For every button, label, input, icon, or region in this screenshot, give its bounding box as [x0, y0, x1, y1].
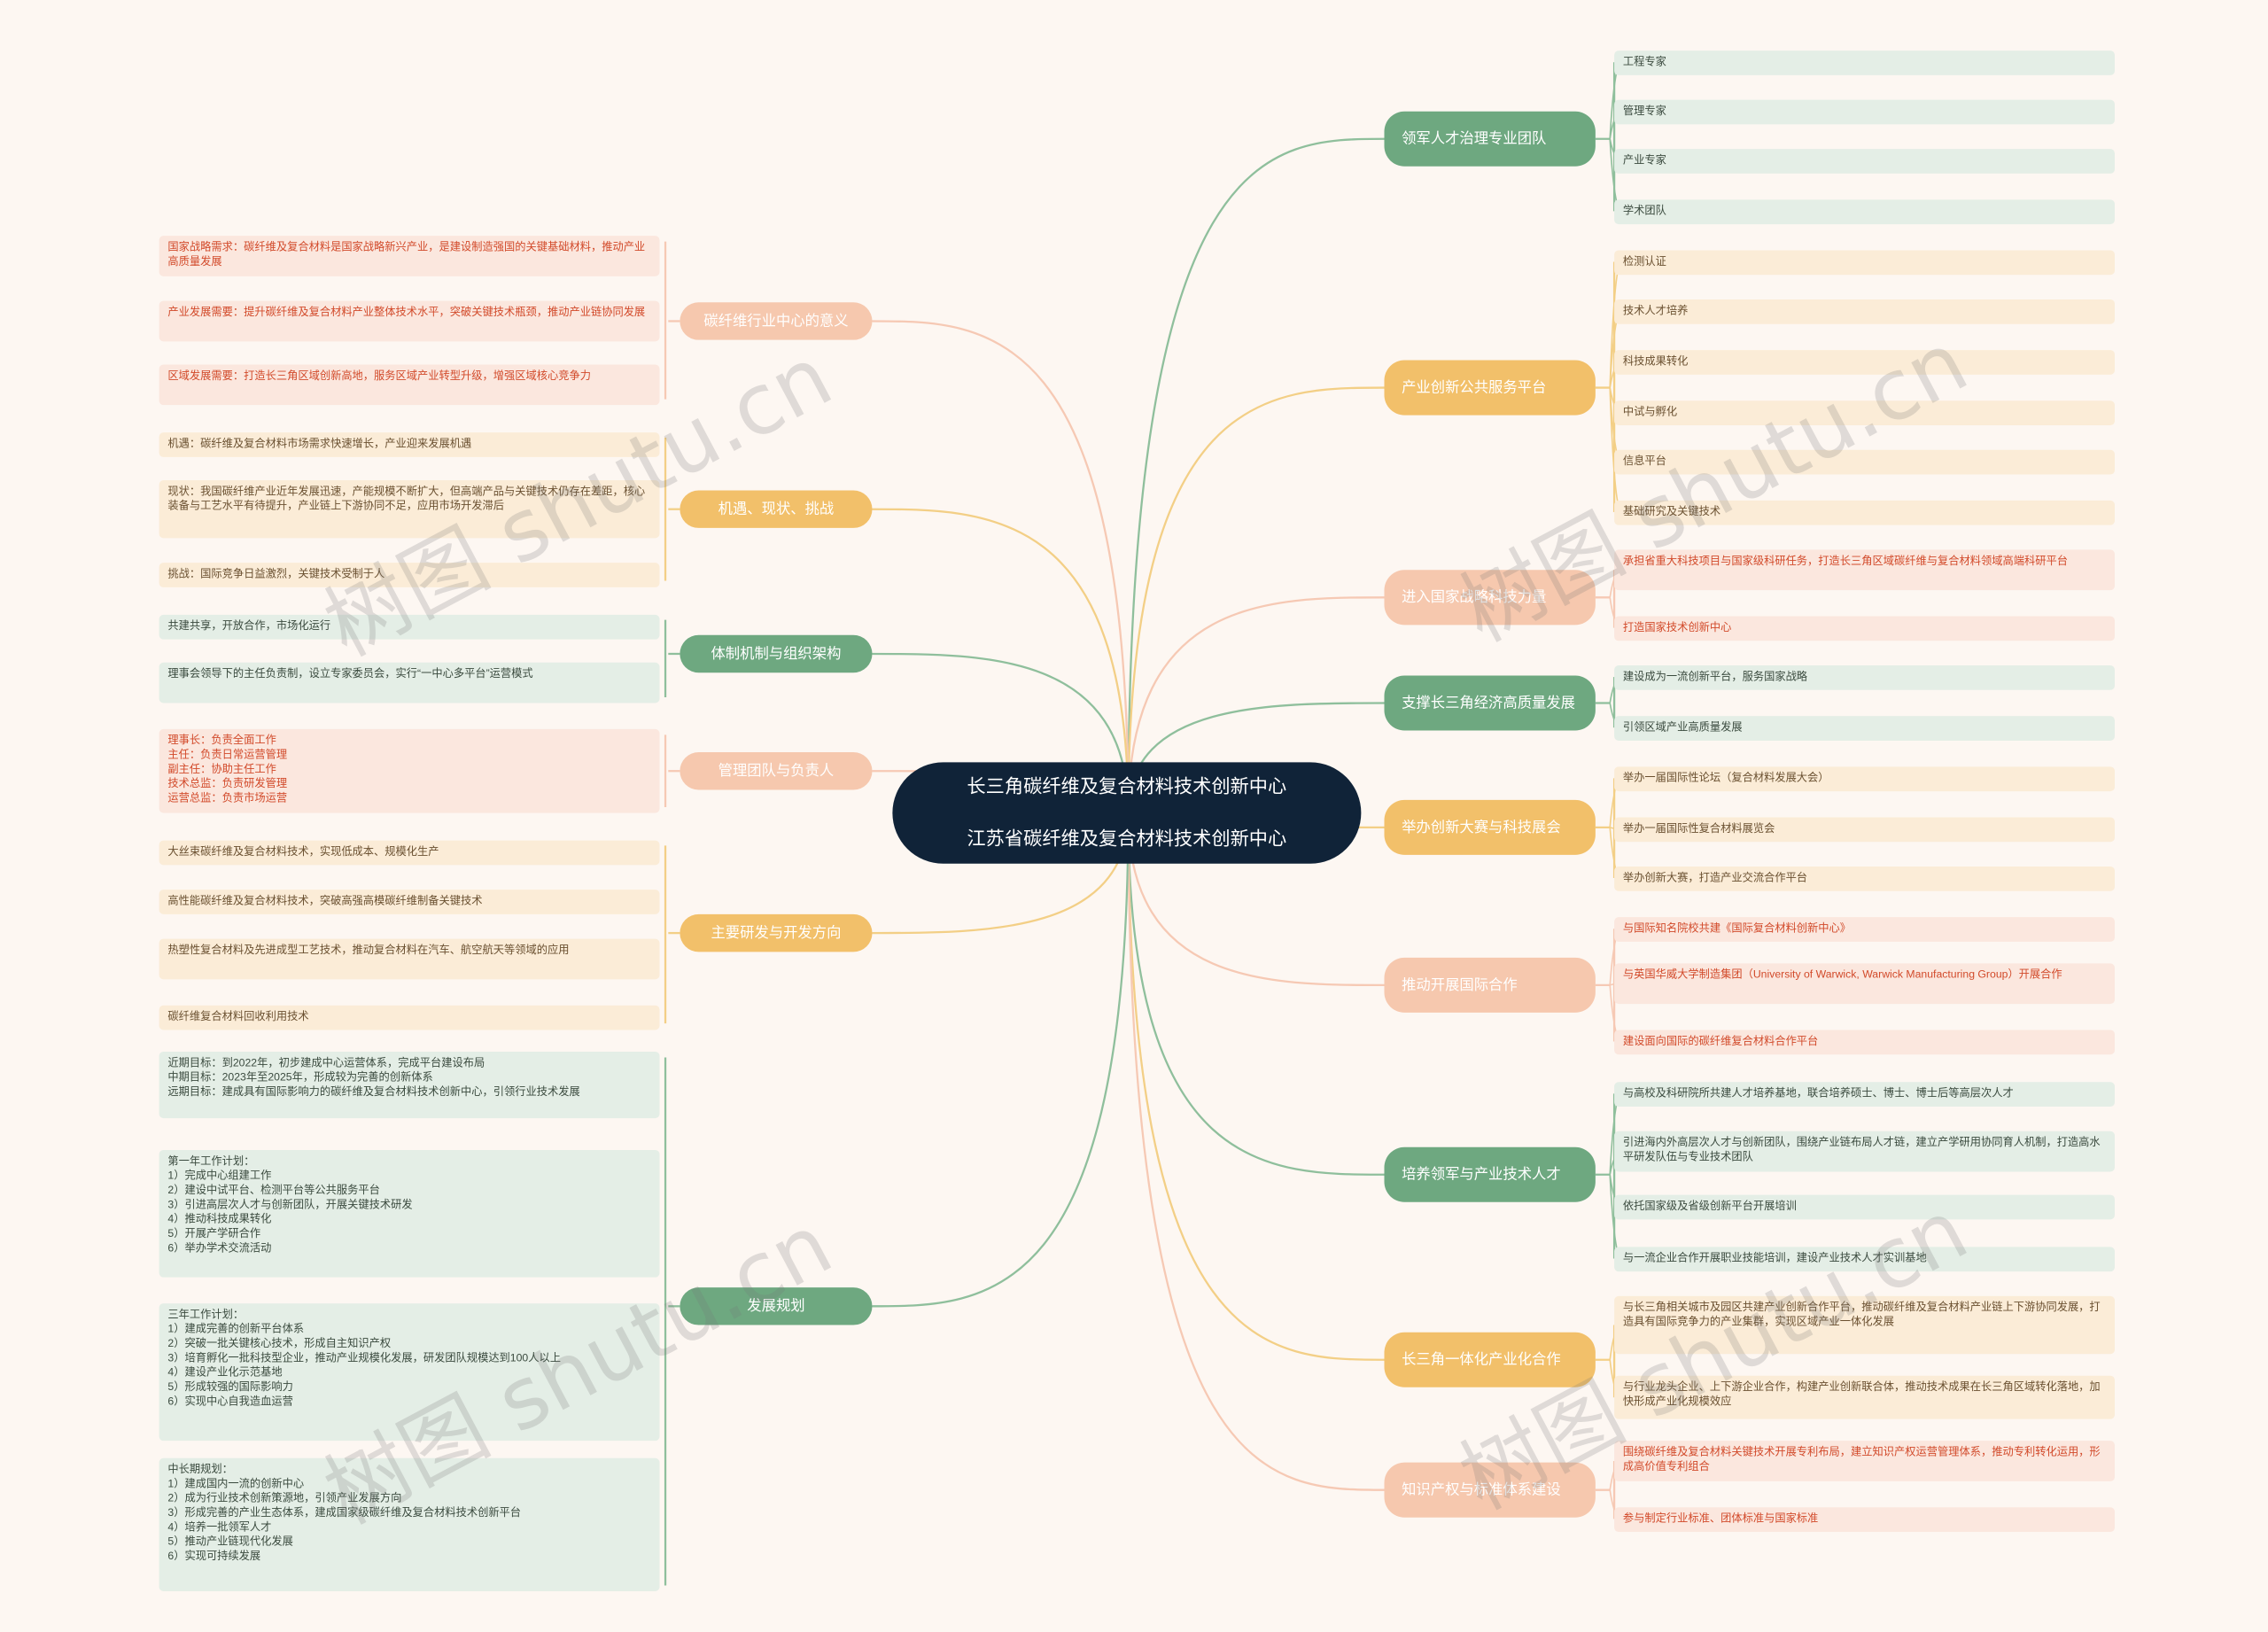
- root-title-line2: 江苏省碳纤维及复合材料技术创新中心: [967, 827, 1287, 850]
- root-to-branch-link: [1127, 812, 1385, 1176]
- leaf-r9-0: 围绕碳纤维及复合材料关键技术开展专利布局，建立知识产权运营管理体系，推动专利转化…: [1614, 1441, 2116, 1481]
- branch-r3[interactable]: 进入国家战略科技力量: [1384, 570, 1596, 626]
- root-node[interactable]: 长三角碳纤维及复合材料技术创新中心 江苏省碳纤维及复合材料技术创新中心: [892, 762, 1362, 864]
- leaf-l3-0: 共建共享，开放合作，市场化运行: [159, 614, 660, 639]
- leaf-r3-0: 承担省重大科技项目与国家级科研任务，打造长三角区域碳纤维与复合材料领域高端科研平…: [1614, 549, 2116, 591]
- leaf-l1-1: 产业发展需要：提升碳纤维及复合材料产业整体技术水平，突破关键技术瓶颈，推动产业链…: [159, 300, 660, 342]
- leaf-r7-2: 依托国家级及省级创新平台开展培训: [1614, 1193, 2116, 1219]
- leaf-l3-1: 理事会领导下的主任负责制，设立专家委员会，实行“一中心多平台”运营模式: [159, 662, 660, 703]
- leaf-r6-0: 与国际知名院校共建《国际复合材料创新中心》: [1614, 916, 2116, 942]
- branch-l6[interactable]: 发展规划: [680, 1287, 873, 1325]
- root-to-branch-link: [1127, 812, 1385, 1361]
- leaf-r2-5: 基础研究及关键技术: [1614, 500, 2116, 525]
- leaf-l4-0: 理事长：负责全面工作 主任：负责日常运营管理 副主任：协助主任工作 技术总监：负…: [159, 728, 660, 813]
- leaf-r9-1: 参与制定行业标准、团体标准与国家标准: [1614, 1506, 2116, 1532]
- leaf-l5-0: 大丝束碳纤维及复合材料技术，实现低成本、规模化生产: [159, 839, 660, 865]
- root-to-branch-link: [1127, 386, 1385, 813]
- leaf-r2-0: 检测认证: [1614, 249, 2116, 275]
- leaf-l6-0: 近期目标：到2022年，初步建成中心运营体系，完成平台建设布局 中期目标：202…: [159, 1051, 660, 1119]
- root-to-branch-link: [872, 320, 1130, 813]
- leaf-r7-1: 引进海内外高层次人才与创新团队，围绕产业链布局人才链，建立产学研用协同育人机制，…: [1614, 1131, 2116, 1172]
- leaf-r7-0: 与高校及科研院所共建人才培养基地，联合培养硕士、博士、博士后等高层次人才: [1614, 1081, 2116, 1107]
- branch-r1[interactable]: 领军人才治理专业团队: [1384, 111, 1596, 167]
- leaf-r2-2: 科技成果转化: [1614, 349, 2116, 375]
- branch-r9[interactable]: 知识产权与标准体系建设: [1384, 1462, 1596, 1518]
- leaf-l6-1: 第一年工作计划： 1）完成中心组建工作 2）建设中试平台、检测平台等公共服务平台…: [159, 1149, 660, 1278]
- leaf-r6-1: 与英国华威大学制造集团（University of Warwick, Warwi…: [1614, 963, 2116, 1005]
- leaf-r2-1: 技术人才培养: [1614, 299, 2116, 323]
- leaf-r5-1: 举办一届国际性复合材料展览会: [1614, 816, 2116, 842]
- leaf-r6-2: 建设面向国际的碳纤维复合材料合作平台: [1614, 1029, 2116, 1054]
- leaf-l2-2: 挑战：国际竞争日益激烈，关键技术受制于人: [159, 562, 660, 587]
- branch-l3[interactable]: 体制机制与组织架构: [680, 634, 873, 673]
- branch-l4[interactable]: 管理团队与负责人: [680, 752, 873, 790]
- leaf-r2-3: 中试与孵化: [1614, 400, 2116, 425]
- root-to-branch-link: [1127, 812, 1385, 987]
- leaf-r5-2: 举办创新大赛，打造产业交流合作平台: [1614, 866, 2116, 890]
- root-to-branch-link: [1127, 596, 1385, 813]
- leaf-l5-1: 高性能碳纤维及复合材料技术，突破高强高模碳纤维制备关键技术: [159, 889, 660, 914]
- branch-r6[interactable]: 推动开展国际合作: [1384, 957, 1596, 1013]
- branch-r7[interactable]: 培养领军与产业技术人才: [1384, 1146, 1596, 1202]
- branch-l5[interactable]: 主要研发与开发方向: [680, 913, 873, 952]
- leaf-r1-3: 学术团队: [1614, 198, 2116, 224]
- root-to-branch-link: [872, 652, 1130, 813]
- leaf-r7-3: 与一流企业合作开展职业技能培训，建设产业技术人才实训基地: [1614, 1246, 2116, 1271]
- leaf-r2-4: 信息平台: [1614, 448, 2116, 474]
- leaf-l1-0: 国家战略需求：碳纤维及复合材料是国家战略新兴产业，是建设制造强国的关键基础材料，…: [159, 236, 660, 276]
- leaf-l2-1: 现状：我国碳纤维产业近年发展迅速，产能规模不断扩大，但高端产品与关键技术仍存在差…: [159, 480, 660, 539]
- branch-l2[interactable]: 机遇、现状、挑战: [680, 490, 873, 528]
- leaf-r8-0: 与长三角相关城市及园区共建产业创新合作平台，推动碳纤维及复合材料产业链上下游协同…: [1614, 1295, 2116, 1355]
- branch-r5[interactable]: 举办创新大赛与科技展会: [1384, 799, 1596, 855]
- root-title-line1: 长三角碳纤维及复合材料技术创新中心: [967, 775, 1287, 797]
- branch-r4[interactable]: 支撑长三角经济高质量发展: [1384, 675, 1596, 731]
- leaf-r1-2: 产业专家: [1614, 148, 2116, 174]
- branch-r2[interactable]: 产业创新公共服务平台: [1384, 360, 1596, 416]
- leaf-l1-2: 区域发展需要：打造长三角区域创新高地，服务区域产业转型升级，增强区域核心竞争力: [159, 364, 660, 406]
- leaf-l5-2: 热塑性复合材料及先进成型工艺技术，推动复合材料在汽车、航空航天等领域的应用: [159, 938, 660, 980]
- leaf-l6-3: 中长期规划： 1）建成国内一流的创新中心 2）成为行业技术创新策源地，引领产业发…: [159, 1457, 660, 1591]
- leaf-r4-0: 建设成为一流创新平台，服务国家战略: [1614, 664, 2116, 689]
- leaf-r8-1: 与行业龙头企业、上下游企业合作，构建产业创新联合体，推动技术成果在长三角区域转化…: [1614, 1375, 2116, 1419]
- leaf-r1-1: 管理专家: [1614, 98, 2116, 124]
- branch-r8[interactable]: 长三角一体化产业化合作: [1384, 1332, 1596, 1387]
- root-to-branch-link: [1127, 137, 1385, 813]
- branch-l1[interactable]: 碳纤维行业中心的意义: [680, 302, 873, 340]
- leaf-r3-1: 打造国家技术创新中心: [1614, 615, 2116, 641]
- leaf-l6-2: 三年工作计划： 1）建成完善的创新平台体系 2）突破一批关键核心技术，形成自主知…: [159, 1302, 660, 1441]
- leaf-r4-1: 引领区域产业高质量发展: [1614, 715, 2116, 741]
- root-to-branch-link: [872, 508, 1130, 813]
- root-to-branch-link: [872, 812, 1130, 1308]
- leaf-r5-0: 举办一届国际性论坛（复合材料发展大会）: [1614, 765, 2116, 791]
- leaf-r1-0: 工程专家: [1614, 50, 2116, 75]
- root-to-branch-link: [1127, 812, 1385, 1491]
- leaf-l2-0: 机遇：碳纤维及复合材料市场需求快速增长，产业迎来发展机遇: [159, 431, 660, 457]
- leaf-l5-3: 碳纤维复合材料回收利用技术: [159, 1004, 660, 1030]
